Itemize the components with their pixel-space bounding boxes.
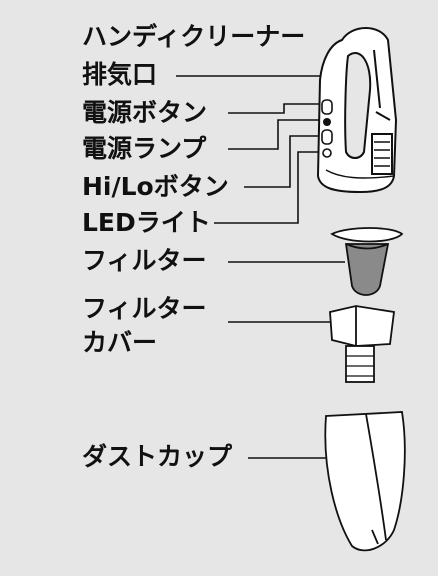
label-power-button: 電源ボタン	[82, 98, 208, 127]
leader-hilo-button	[244, 135, 324, 188]
label-filter: フィルター	[82, 246, 207, 275]
filter-part	[330, 227, 404, 296]
hilo-button-part	[321, 129, 333, 145]
label-dust-cup: ダストカップ	[82, 442, 233, 471]
leader-power-button	[228, 103, 324, 114]
label-handy-cleaner: ハンディクリーナー	[82, 22, 306, 51]
label-led-light: LEDライト	[82, 208, 211, 237]
label-exhaust: 排気口	[82, 60, 158, 89]
leader-led-light	[214, 151, 322, 224]
leader-power-lamp	[228, 119, 324, 150]
label-filter-cover-1: フィルター	[82, 294, 207, 323]
handy-cleaner-body	[316, 27, 398, 194]
dust-cup-part	[324, 411, 406, 552]
label-power-lamp: 電源ランプ	[82, 134, 207, 163]
led-light-part	[322, 148, 332, 158]
power-lamp-part	[323, 118, 331, 126]
filter-cover-part	[329, 305, 396, 383]
power-button-part	[321, 99, 333, 115]
label-hilo-button: Hi/Loボタン	[82, 172, 229, 201]
label-filter-cover-2: カバー	[82, 328, 158, 357]
